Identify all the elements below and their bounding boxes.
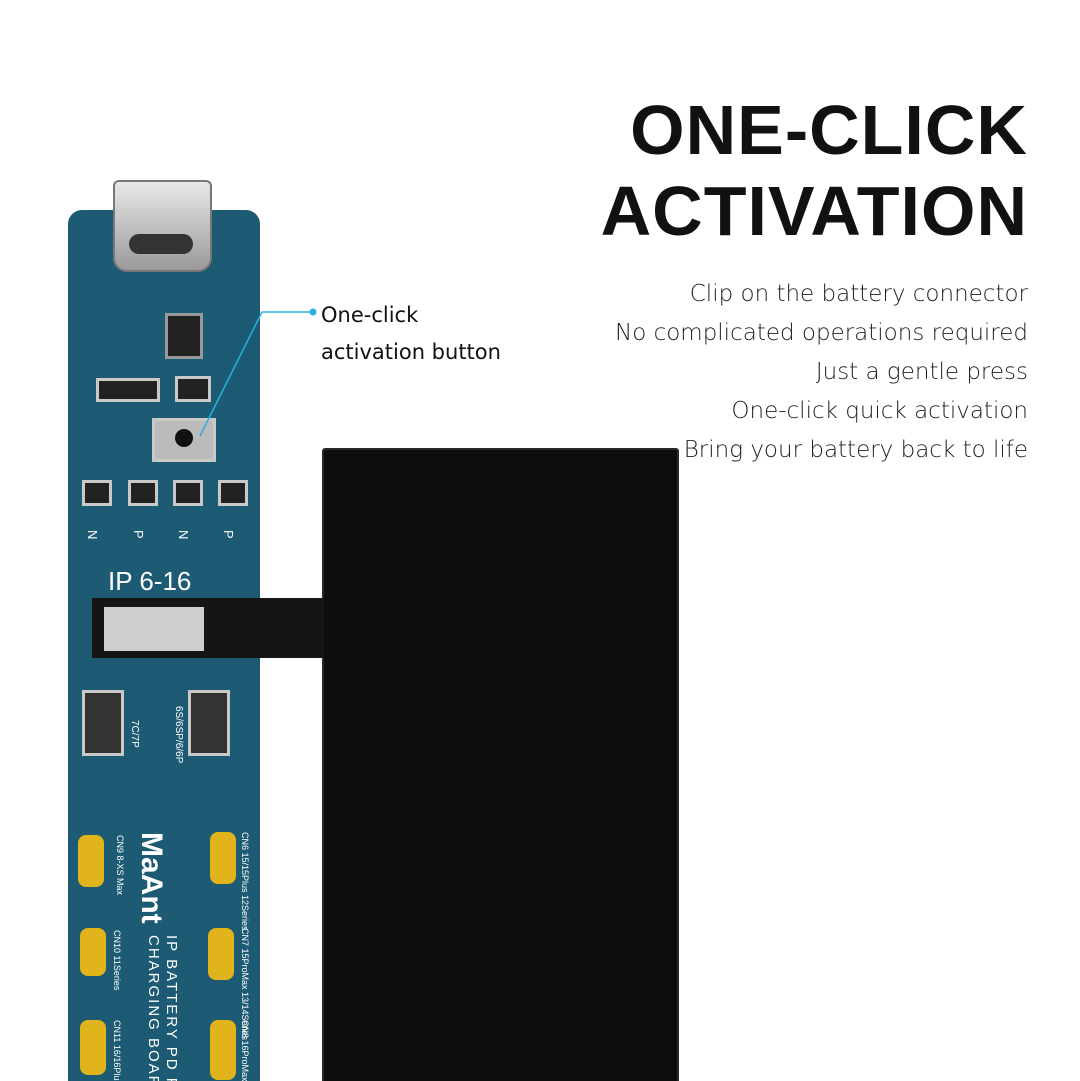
connector-pad	[78, 835, 104, 887]
usb-c-port	[113, 180, 212, 272]
battery-connector	[104, 607, 204, 651]
headline-line1: ONE-CLICK	[630, 91, 1028, 169]
feature-item: Just a gentle press	[815, 359, 1028, 385]
component	[175, 376, 211, 402]
battery	[322, 448, 679, 1081]
connector-pad	[210, 1020, 236, 1080]
transistor	[128, 480, 158, 506]
component	[96, 378, 160, 402]
connector-pad	[208, 928, 234, 980]
socket	[82, 690, 124, 756]
transistor	[218, 480, 248, 506]
connector-pad	[80, 1020, 106, 1075]
feature-item: No complicated operations required	[614, 320, 1028, 346]
connector-pad	[80, 928, 106, 976]
headline-line2: ACTIVATION	[600, 172, 1028, 250]
feature-item: Bring your battery back to life	[683, 437, 1028, 463]
chip	[165, 313, 203, 359]
callout-line1: One-click	[321, 303, 419, 327]
model-label: IP 6-16	[108, 566, 192, 596]
transistor	[173, 480, 203, 506]
socket	[188, 690, 230, 756]
feature-item: Clip on the battery connector	[689, 281, 1028, 307]
callout-label: One-click activation button	[321, 297, 501, 371]
connector-pad	[210, 832, 236, 884]
callout-line2: activation button	[321, 340, 501, 364]
feature-list: Clip on the battery connector No complic…	[615, 275, 1028, 470]
feature-item: One-click quick activation	[731, 398, 1028, 424]
transistor	[82, 480, 112, 506]
